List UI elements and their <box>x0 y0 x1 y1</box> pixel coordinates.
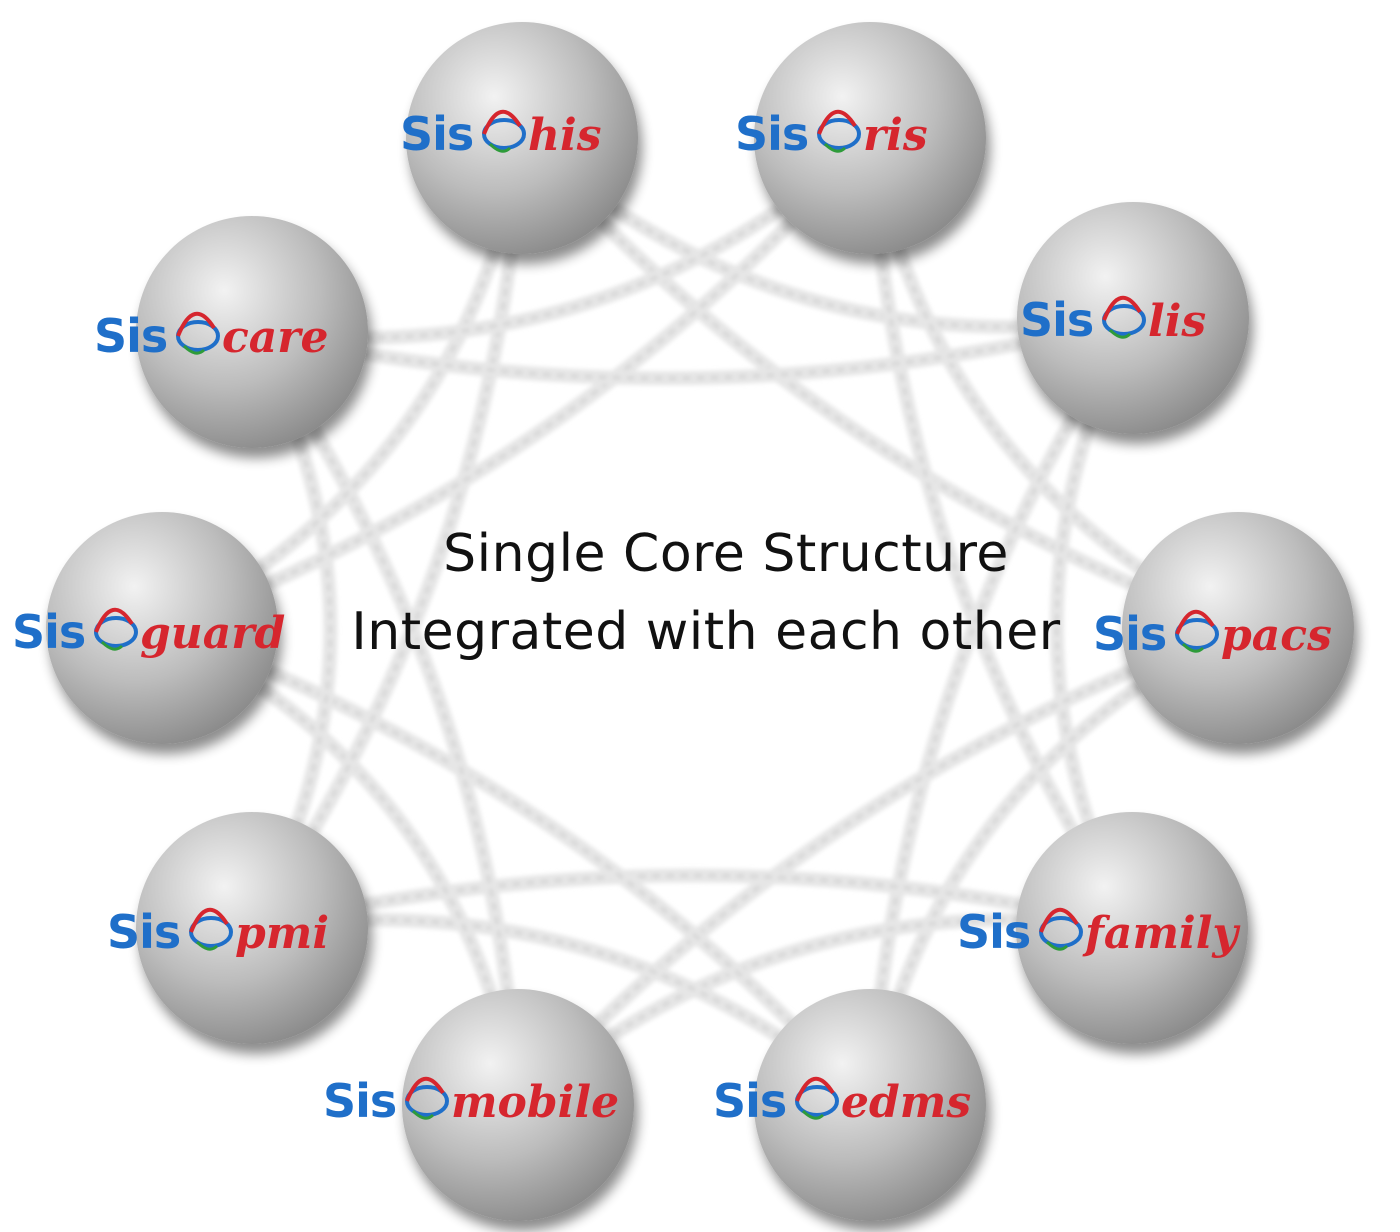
sphere <box>1017 202 1249 434</box>
swirl-logo-icon <box>94 607 138 651</box>
connector-line <box>250 137 524 929</box>
connector-line <box>521 137 1239 630</box>
swirl-logo-icon <box>405 1076 449 1120</box>
logo-sisedms: Sis edms <box>713 1074 971 1128</box>
swirl-logo-icon <box>1175 609 1219 653</box>
connector-line <box>868 317 1135 1106</box>
module-node-care: Sis care <box>94 216 368 448</box>
module-node-lis: Sis lis <box>1017 202 1249 434</box>
logo-suffix-text: guard <box>140 608 285 659</box>
sphere <box>754 989 986 1221</box>
logo-sispacs: Sis pacs <box>1093 607 1332 661</box>
logo-brand-text: Sis <box>400 107 473 161</box>
logo-siscare: Sis care <box>94 309 328 363</box>
logo-suffix-text: mobile <box>451 1077 619 1128</box>
logo-suffix-text: ris <box>863 110 928 161</box>
sphere <box>136 812 368 1044</box>
swirl-logo-icon <box>1039 907 1083 951</box>
logo-suffix-text: pmi <box>235 908 329 959</box>
logo-suffix-text: lis <box>1148 296 1206 347</box>
module-node-pmi: Sis pmi <box>107 812 368 1044</box>
logo-brand-text: Sis <box>713 1074 786 1128</box>
swirl-logo-icon <box>817 109 861 153</box>
logo-suffix-text: edms <box>841 1077 971 1128</box>
connector-line <box>251 874 1133 930</box>
swirl-logo-icon <box>189 907 233 951</box>
logo-brand-text: Sis <box>735 107 808 161</box>
connector-line <box>161 626 871 1106</box>
connector-line <box>161 137 871 630</box>
logo-suffix-text: family <box>1082 908 1241 959</box>
logo-sisris: Sis ris <box>735 107 928 161</box>
sphere <box>1016 812 1248 1044</box>
logo-suffix-text: pacs <box>1221 610 1332 661</box>
logo-sisguard: Sis guard <box>12 605 285 659</box>
logo-suffix-text: his <box>528 110 601 161</box>
sphere <box>1122 512 1354 744</box>
connector-line <box>250 331 332 929</box>
sphere <box>402 989 634 1221</box>
sphere <box>754 22 986 254</box>
logo-brand-text: Sis <box>1020 293 1093 347</box>
connector-line <box>250 331 520 1106</box>
logo-sishis: Sis his <box>400 107 601 161</box>
swirl-logo-icon <box>482 109 526 153</box>
swirl-logo-icon <box>176 311 220 355</box>
connector-line <box>868 137 1134 929</box>
logo-brand-text: Sis <box>957 905 1030 959</box>
logo-suffix-text: care <box>222 312 328 363</box>
swirl-logo-icon <box>795 1076 839 1120</box>
module-node-his: Sis his <box>400 22 638 254</box>
sphere <box>136 216 368 448</box>
logo-brand-text: Sis <box>107 905 180 959</box>
connector-line <box>251 316 1134 380</box>
logo-sispmi: Sis pmi <box>107 905 329 959</box>
logo-brand-text: Sis <box>1093 607 1166 661</box>
logo-brand-text: Sis <box>323 1074 396 1128</box>
module-node-family: Sis family <box>957 812 1248 1044</box>
connector-line <box>868 137 1239 630</box>
sphere <box>46 512 278 744</box>
core-structure-title: Single Core Structure <box>443 524 1009 584</box>
swirl-logo-icon <box>1102 295 1146 339</box>
logo-sismobile: Sis mobile <box>323 1074 619 1128</box>
module-node-guard: Sis guard <box>12 512 285 744</box>
module-node-edms: Sis edms <box>713 989 986 1221</box>
logo-sisfamily: Sis family <box>957 905 1241 959</box>
logo-brand-text: Sis <box>94 309 167 363</box>
module-node-mobile: Sis mobile <box>323 989 634 1221</box>
module-node-ris: Sis ris <box>735 22 986 254</box>
integration-subtitle: Integrated with each other <box>351 602 1061 662</box>
logo-brand-text: Sis <box>12 605 85 659</box>
connector-line <box>517 626 1239 1106</box>
logo-sislis: Sis lis <box>1020 293 1206 347</box>
module-node-pacs: Sis pacs <box>1093 512 1354 744</box>
